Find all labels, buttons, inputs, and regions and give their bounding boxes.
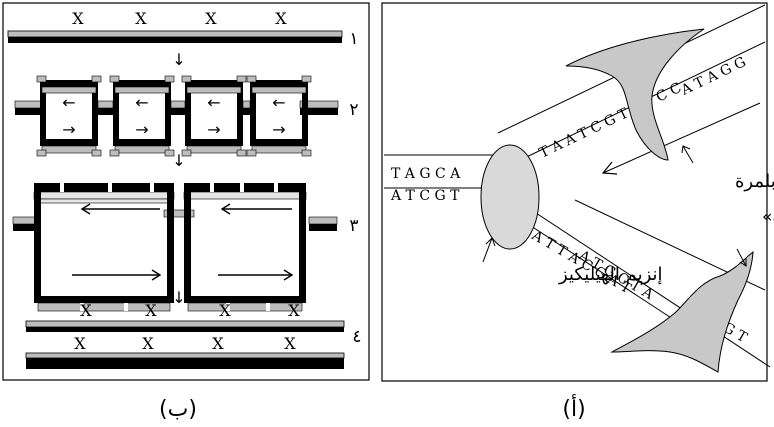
helicase-label: إنزيم الهيليكيز bbox=[558, 264, 663, 285]
step-4-marker-a2: X bbox=[145, 301, 157, 320]
down-arrow-2: ↓ bbox=[172, 151, 185, 170]
panel-a-frame bbox=[381, 2, 768, 382]
step-1-marker-1: X bbox=[72, 9, 84, 28]
step-3: ٣ bbox=[12, 183, 359, 312]
step-4-number: ٤ bbox=[352, 327, 361, 347]
right-arrow: → bbox=[135, 120, 148, 139]
step-4-marker-a3: X bbox=[219, 301, 231, 320]
replication-bubble-3: ←→ bbox=[181, 75, 251, 157]
down-arrow-1: ↓ bbox=[172, 50, 185, 69]
step-1-number: ١ bbox=[349, 29, 358, 49]
polymerase-label-line2: الـ «دى إن إيه» bbox=[762, 207, 774, 227]
step-3-number: ٣ bbox=[349, 216, 358, 236]
panel-b-frame bbox=[2, 2, 370, 381]
panel-a-caption: (أ) bbox=[562, 394, 585, 422]
step-4-marker-a1: X bbox=[80, 301, 92, 320]
upper-complement-text: A T A G G bbox=[678, 54, 749, 99]
parent-strand-bottom: A T C G T bbox=[390, 188, 460, 204]
right-arrow: → bbox=[62, 120, 75, 139]
panel-b: X X X X ١ ↓ ←→←→←→←→ ٢ ↓ bbox=[2, 2, 370, 422]
step-4-marker-b3: X bbox=[212, 334, 224, 353]
step-1-marker-3: X bbox=[205, 9, 217, 28]
polymerase-upper-shape bbox=[565, 28, 705, 161]
step-4-marker-a4: X bbox=[288, 301, 300, 320]
helicase-shape bbox=[480, 144, 540, 250]
right-arrow: → bbox=[272, 120, 285, 139]
step-1-marker-2: X bbox=[135, 9, 147, 28]
step-4-marker-b2: X bbox=[142, 334, 154, 353]
step-4-marker-b4: X bbox=[284, 334, 296, 353]
replication-bubble-2: ←→ bbox=[109, 75, 186, 157]
replication-bubble-1: ←→ bbox=[36, 75, 114, 157]
panel-b-caption: (ب) bbox=[159, 397, 197, 422]
step-1: X X X X ١ bbox=[7, 9, 359, 49]
replication-bubble-4: ←→ bbox=[246, 75, 312, 157]
step-2: ←→←→←→←→ ٢ bbox=[14, 75, 359, 157]
polymerase-label-line1: إنزيم بلمرة bbox=[735, 171, 774, 192]
left-arrow: ← bbox=[135, 93, 148, 112]
panel-a: T A G C A A T C G T T A A T C G T A T C … bbox=[381, 2, 774, 422]
right-arrow: → bbox=[207, 120, 220, 139]
left-arrow: ← bbox=[62, 93, 75, 112]
step-2-number: ٢ bbox=[349, 100, 358, 120]
down-arrow-3: ↓ bbox=[172, 288, 185, 307]
left-arrow: ← bbox=[272, 93, 285, 112]
step-4: X X X X X X X X ٤ bbox=[25, 301, 362, 369]
step-1-marker-4: X bbox=[275, 9, 287, 28]
lower-strand-bottom: A T T A C G A T bbox=[528, 227, 634, 297]
left-arrow: ← bbox=[207, 93, 220, 112]
polymerase-lower-shape bbox=[610, 250, 754, 373]
step-4-marker-b1: X bbox=[74, 334, 86, 353]
parent-strand-top: T A G C A bbox=[391, 166, 461, 182]
